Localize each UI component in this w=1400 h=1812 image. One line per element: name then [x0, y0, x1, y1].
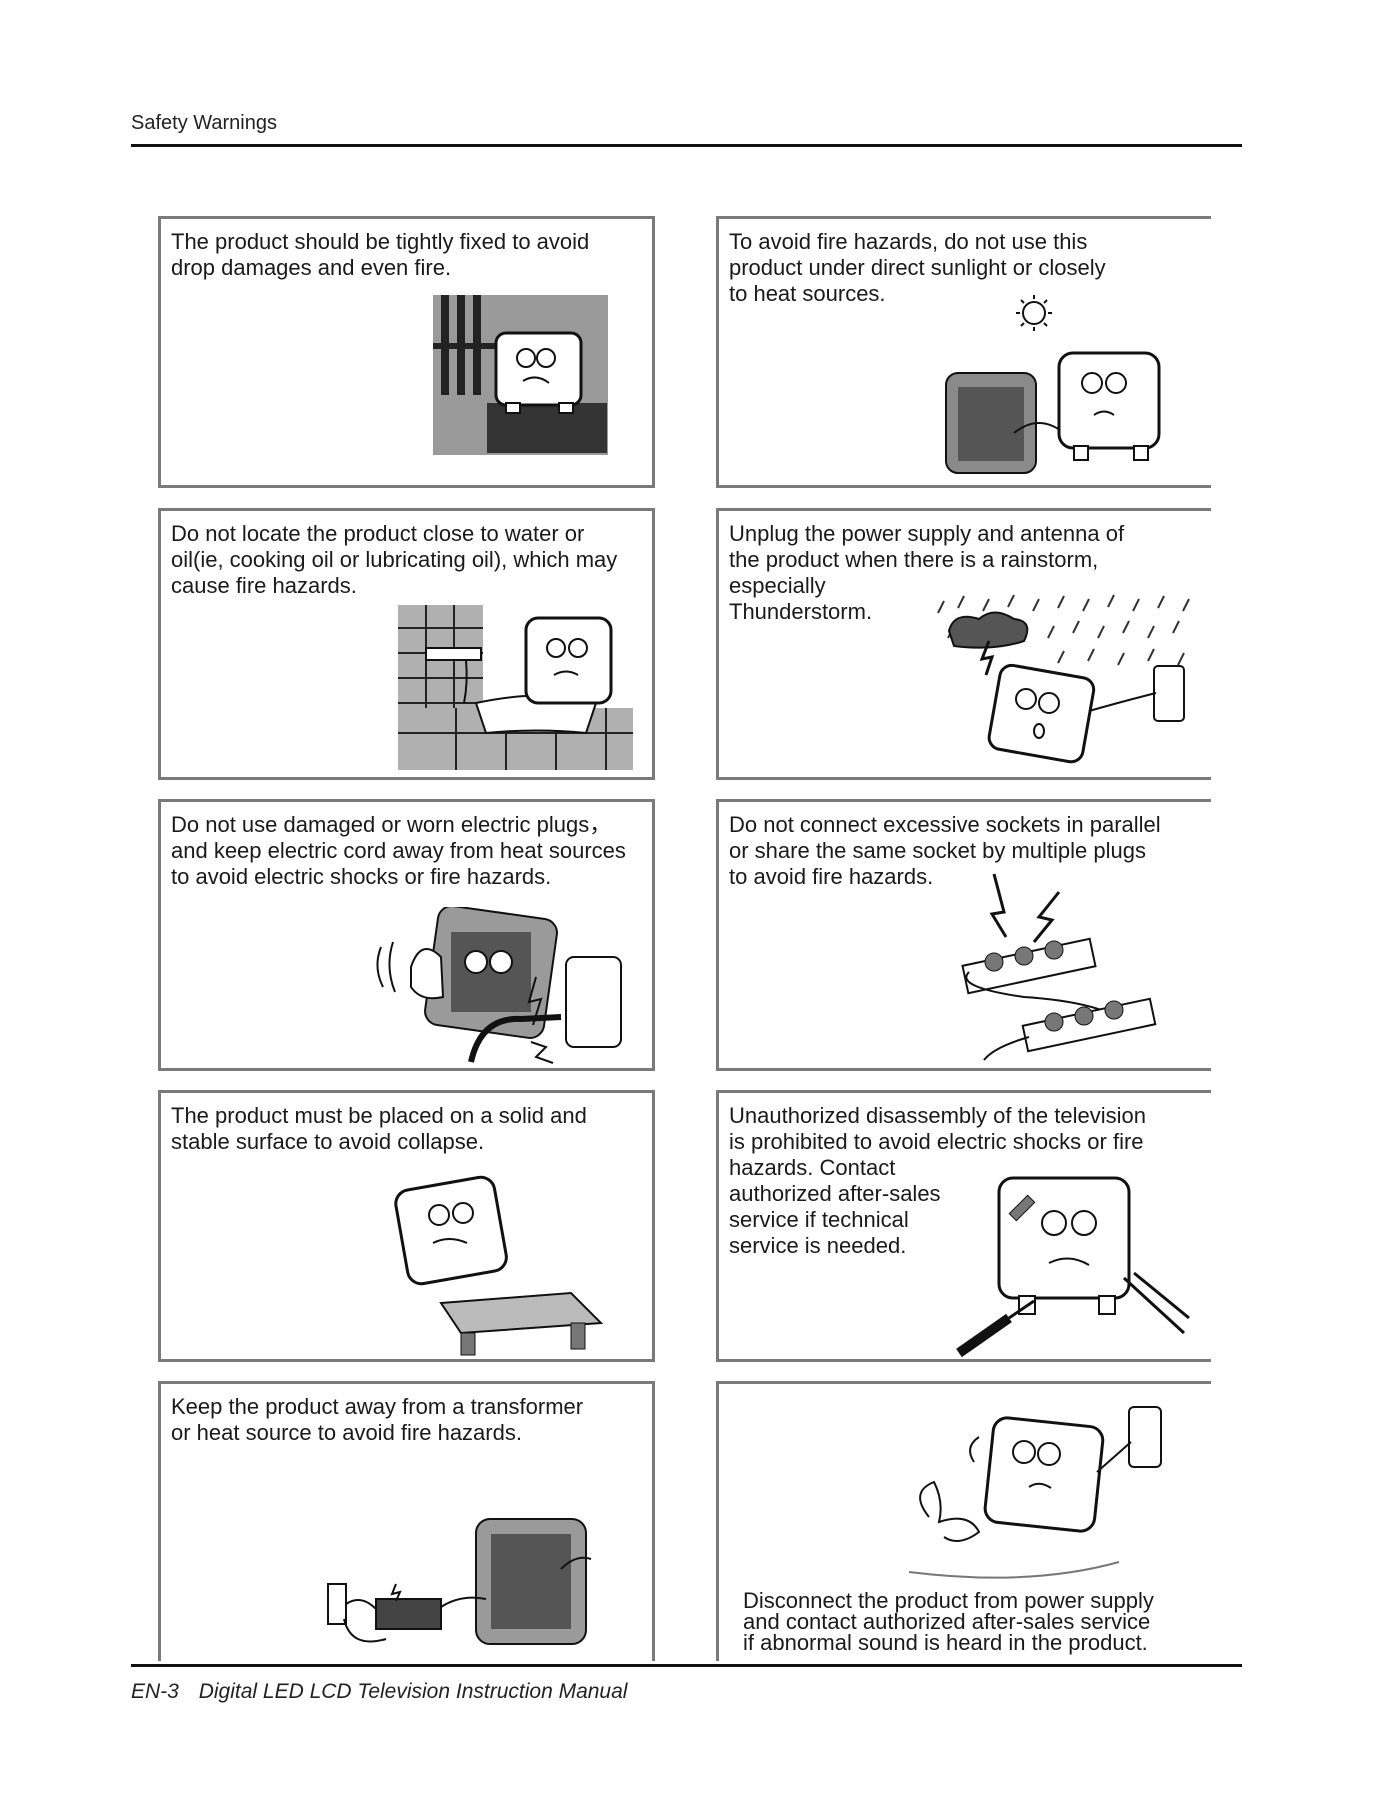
manual-title: Digital LED LCD Television Instruction M… — [198, 1680, 628, 1703]
warning-panel-transformer: Keep the product away from a transformer… — [158, 1381, 655, 1661]
warning-text: Do not locate the product close to water… — [171, 521, 618, 598]
warning-panel-water: Do not locate the product close to water… — [158, 508, 655, 780]
tv-under-sun-near-heater-illustration — [945, 295, 1161, 474]
tv-damaged-plug-sparks-illustration — [376, 907, 622, 1064]
header-rule — [131, 144, 1242, 147]
warning-text: Unauthorized disassembly of the televisi… — [729, 1103, 1147, 1258]
tv-in-thunderstorm-illustration — [937, 594, 1190, 764]
tv-with-screwdriver-pliers-illustration — [956, 1176, 1190, 1358]
warning-panel-stable-surface: The product must be placed on a solid an… — [158, 1090, 655, 1362]
heater-and-transformer-illustration — [327, 1518, 592, 1645]
overloaded-power-strips-illustration — [961, 873, 1157, 1061]
warning-panel-fixing: The product should be tightly fixed to a… — [158, 216, 655, 488]
page-footer: EN-3 Digital LED LCD Television Instruct… — [131, 1680, 627, 1704]
warning-text: To avoid fire hazards, do not use this p… — [729, 229, 1106, 306]
page-number: EN-3 — [131, 1680, 179, 1703]
warning-text: Unplug the power supply and antenna of t… — [729, 521, 1125, 624]
footer-rule — [131, 1664, 1242, 1667]
warning-text: The product must be placed on a solid an… — [171, 1103, 587, 1154]
tv-abnormal-sound-smoke-illustration — [908, 1406, 1162, 1579]
warning-text: Do not connect excessive sockets in para… — [729, 812, 1161, 889]
warning-text: Disconnect the product from power supply… — [743, 1588, 1154, 1655]
tv-near-tap-water-illustration — [398, 605, 633, 770]
page-header-title: Safety Warnings — [131, 112, 277, 134]
warning-text: Keep the product away from a transformer… — [171, 1394, 584, 1445]
warning-panel-abnormal-sound: Disconnect the product from power supply… — [716, 1381, 1211, 1661]
tv-falling-off-table-illustration — [394, 1175, 604, 1356]
warning-panel-sunlight: To avoid fire hazards, do not use this p… — [716, 216, 1211, 488]
warning-text: Do not use damaged or worn electric plug… — [171, 812, 626, 889]
warning-panel-damaged-plugs: Do not use damaged or worn electric plug… — [158, 799, 655, 1071]
warning-panel-excessive-sockets: Do not connect excessive sockets in para… — [716, 799, 1211, 1071]
tv-on-window-ledge-illustration — [433, 295, 608, 455]
warning-panel-disassembly: Unauthorized disassembly of the televisi… — [716, 1090, 1211, 1362]
warning-text: The product should be tightly fixed to a… — [171, 229, 590, 280]
warning-panel-thunderstorm: Unplug the power supply and antenna of t… — [716, 508, 1211, 780]
